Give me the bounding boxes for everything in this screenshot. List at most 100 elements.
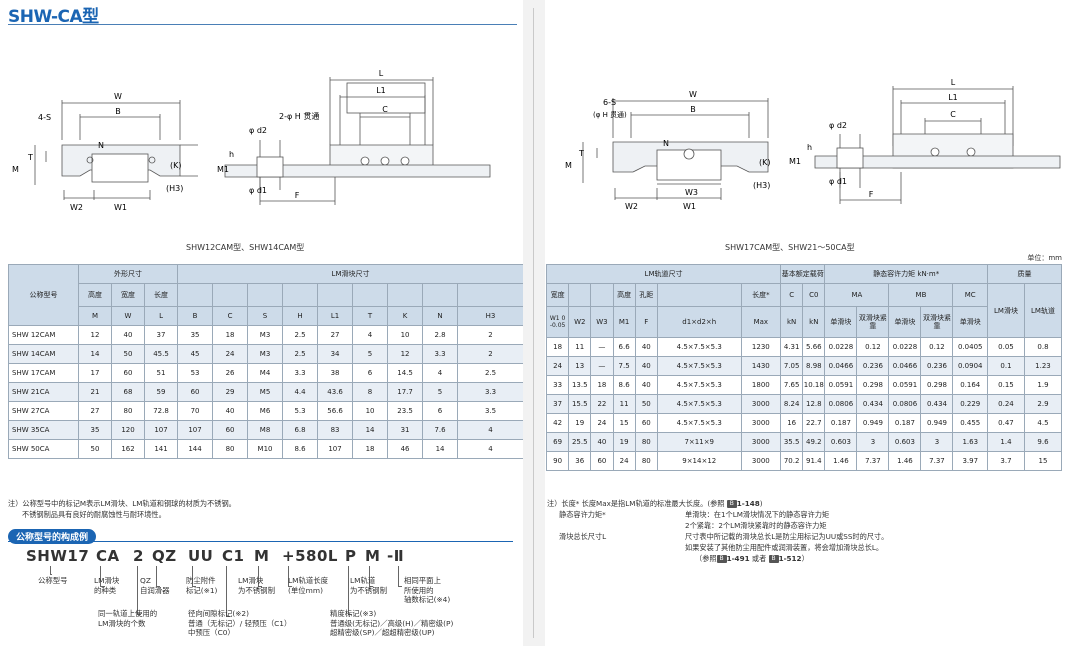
right-table-cell: 8.6 <box>612 375 636 395</box>
left-table-cell: 162 <box>111 439 145 459</box>
right-table-cell: 6.6 <box>612 337 636 357</box>
right-table-cell: 0.236 <box>856 356 890 376</box>
right-table-cell: 0.8 <box>1023 337 1063 357</box>
right-table-cell: 80 <box>634 432 658 452</box>
book-ref-icon: B <box>768 555 779 563</box>
right-table-cell: 0.236 <box>920 356 954 376</box>
left-table-cell: 46 <box>387 439 424 459</box>
r-dim-d2: φ d2 <box>829 121 847 130</box>
bracket-dust <box>192 566 196 587</box>
left-note-2: 不锈钢制品具有良好的耐腐蚀性与耐环境性。 <box>22 510 166 519</box>
left-table-cell: M8 <box>247 420 284 440</box>
left-table-cell: 4 <box>352 325 389 345</box>
r-dim-H3: (H3) <box>753 181 770 190</box>
right-table-cell: 11 <box>612 394 636 414</box>
bracket-type <box>100 566 105 587</box>
left-table-cell: 59 <box>143 382 179 402</box>
book-ref-icon: B <box>726 500 737 508</box>
right-table-cell: 0.298 <box>856 375 890 395</box>
right-table-cell: 0.12 <box>920 337 954 357</box>
left-table-cell: 60 <box>212 420 249 440</box>
unit-C: kN <box>780 306 804 338</box>
sym-C: C <box>212 306 249 326</box>
sym-S: S <box>247 306 284 326</box>
r-dim-W1: W1 <box>683 202 696 211</box>
left-table-cell: 56.6 <box>317 401 354 421</box>
right-table-cell: 0.0228 <box>824 337 858 357</box>
left-table-cell: 83 <box>317 420 354 440</box>
dim-W2: W2 <box>70 203 83 212</box>
r-dim-W2: W2 <box>625 202 638 211</box>
dim-K: (K) <box>170 161 182 170</box>
label-accuracy: 精度标记(※3)普通级(无标记)／高级(H)／精密级(P)超精密级(SP)／超超… <box>330 609 454 637</box>
left-table-cell: 50 <box>78 439 112 459</box>
right-note-moment-label: 静态容许力矩* <box>559 510 606 519</box>
right-page: W B 6-S (φ H 贯通) N T M W3 W2 W1 (K) (H3) <box>545 0 1068 646</box>
right-table-cell: 2.9 <box>1023 394 1063 414</box>
code-part-count: 2 <box>133 547 144 565</box>
right-table-cell: 0.1 <box>987 356 1025 376</box>
label-clearance: 径向间隙标记(※2)普通（无标记）/ 轻预压（C1）中预压（C0） <box>188 609 292 637</box>
r-dim-K: (K) <box>759 158 771 167</box>
dim-N: N <box>98 141 104 150</box>
right-note-seal-1: 尺寸表中所记载的滑块总长L是防尘用标记为UU或SS时的尺寸。 <box>685 532 889 541</box>
left-table-cell: 12 <box>78 325 112 345</box>
r-dim-W: W <box>689 90 697 99</box>
right-table-cell: 25.5 <box>568 432 592 452</box>
col-rail-length: 长度* <box>740 283 782 307</box>
left-table-cell: 26 <box>212 363 249 383</box>
left-table-cell: 45 <box>177 344 214 364</box>
right-table-cell: 13.5 <box>568 375 592 395</box>
right-table-cell: 50 <box>634 394 658 414</box>
right-table-cell: 0.164 <box>952 375 988 395</box>
bracket-accuracy <box>348 566 352 615</box>
left-table-cell: 2.5 <box>282 325 319 345</box>
left-table-cell: 24 <box>212 344 249 364</box>
unit-C0: kN <box>802 306 826 338</box>
right-table-cell: 7.05 <box>780 356 804 376</box>
right-table-cell: 1.4 <box>987 432 1025 452</box>
left-table-cell: 5 <box>352 344 389 364</box>
dim-B: B <box>115 107 121 116</box>
right-table-cell: 7.37 <box>920 451 954 471</box>
left-table-cell: 80 <box>212 439 249 459</box>
right-table-cell: 0.05 <box>987 337 1025 357</box>
left-table-cell: M3 <box>247 325 284 345</box>
right-table-cell: 11 <box>568 337 592 357</box>
left-table-cell: 31 <box>387 420 424 440</box>
right-table-cell: 0.0466 <box>888 356 922 376</box>
code-part-uu: UU <box>188 547 214 565</box>
right-table-cell: 9.6 <box>1023 432 1063 452</box>
right-table-cell: 0.434 <box>856 394 890 414</box>
right-table-cell: 60 <box>590 451 614 471</box>
sub-MB-double: 双滑块紧靠 <box>920 306 954 338</box>
right-table-cell: 4.5×7.5×5.3 <box>656 394 742 414</box>
right-note-seal-2: 如果安装了其他防尘用配件或润滑装置，将会增加滑块总长L。 <box>685 543 884 552</box>
left-table-cell: 2.8 <box>422 325 459 345</box>
r-dim-L1: L1 <box>948 93 958 102</box>
right-table-cell: 1.9 <box>1023 375 1063 395</box>
right-table-cell: 1430 <box>740 356 782 376</box>
right-table-cell: 60 <box>634 413 658 433</box>
left-table-cell: 2.5 <box>457 363 523 383</box>
right-table-cell: 3000 <box>740 413 782 433</box>
left-table-cell: 38 <box>317 363 354 383</box>
right-table-cell: 0.229 <box>952 394 988 414</box>
left-table-cell: 43.6 <box>317 382 354 402</box>
right-table-cell: 22.7 <box>802 413 826 433</box>
left-table-cell: 10 <box>352 401 389 421</box>
col-model: 公称型号 <box>8 264 79 326</box>
left-table-cell: 5.3 <box>282 401 319 421</box>
right-table-cell: 22 <box>590 394 614 414</box>
left-page: SHW-CA型 W B 4-S N T M W2 W1 (K) (H3) <box>0 0 523 646</box>
right-table-cell: 10.18 <box>802 375 826 395</box>
sym-d1d2h: d1×d2×h <box>656 306 742 338</box>
left-table-cell: 144 <box>177 439 214 459</box>
col-mass-block: LM滑块 <box>987 283 1025 338</box>
